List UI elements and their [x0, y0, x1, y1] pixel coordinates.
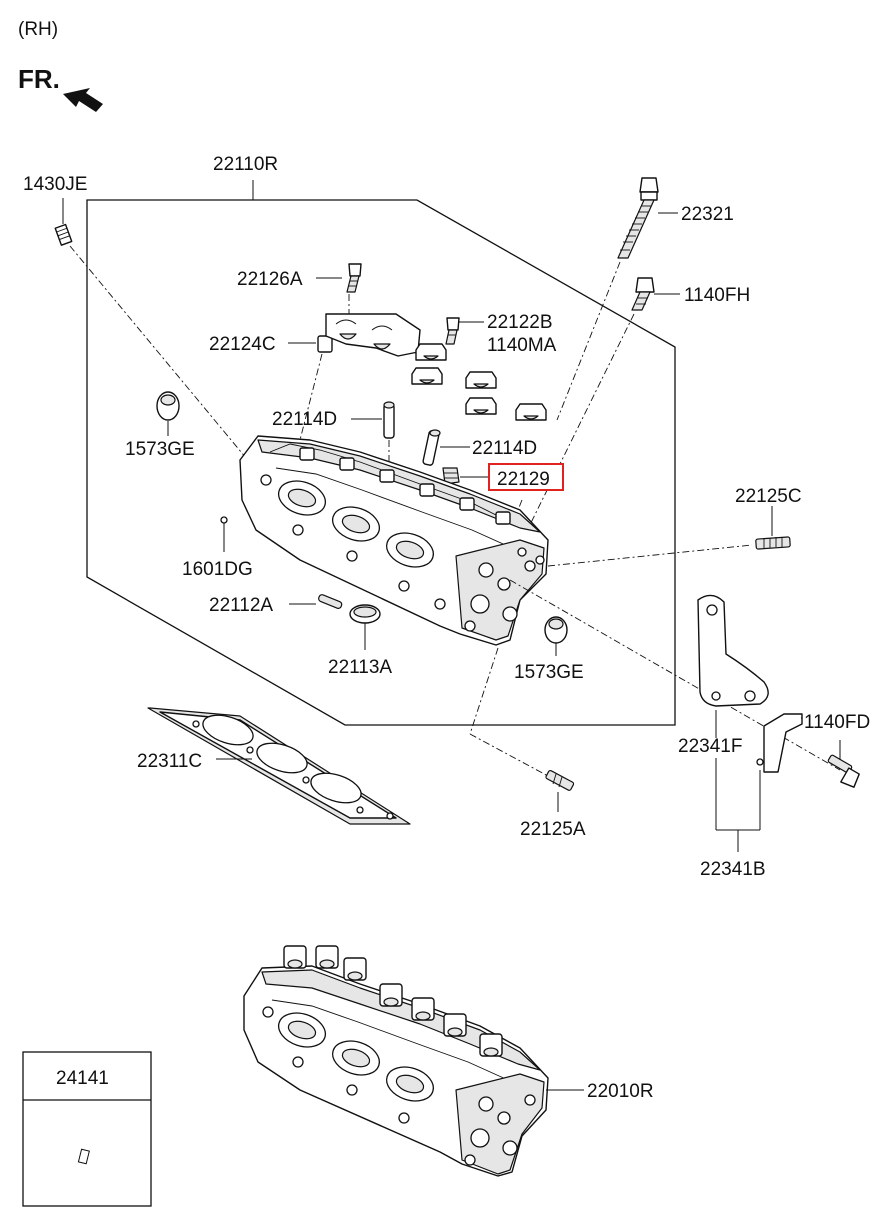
cylinder-head-22110r[interactable]	[239, 435, 549, 646]
label-1430JE[interactable]: 1430JE	[23, 174, 87, 195]
cylinder-head-assembly-22010r[interactable]	[243, 945, 549, 1177]
front-direction-arrow-icon	[63, 88, 103, 112]
legend-box-24141[interactable]: 24141	[22, 1051, 152, 1207]
front-label: FR.	[18, 64, 60, 94]
label-1573GE-left[interactable]: 1573GE	[125, 439, 195, 460]
label-22114D-left[interactable]: 22114D	[272, 409, 337, 430]
label-22124C[interactable]: 22124C	[209, 334, 276, 355]
pin-1601dg[interactable]	[220, 516, 228, 524]
valve-guide-22114d-right[interactable]	[422, 429, 441, 466]
label-22110R[interactable]: 22110R	[213, 154, 278, 175]
label-1140FD[interactable]: 1140FD	[804, 712, 870, 733]
label-1573GE-right[interactable]: 1573GE	[514, 662, 584, 683]
label-22113A[interactable]: 22113A	[328, 657, 392, 678]
label-22341F[interactable]: 22341F	[678, 736, 742, 757]
label-22114D-right[interactable]: 22114D	[472, 438, 537, 459]
pin-22112a[interactable]	[318, 594, 343, 609]
camshaft-cap-block[interactable]	[325, 313, 421, 357]
valve-guide-22114d-left[interactable]	[383, 401, 395, 439]
bolt-22122b[interactable]	[445, 317, 460, 345]
plug-1573ge-right[interactable]	[544, 616, 568, 644]
seal-22113a[interactable]	[349, 604, 381, 624]
label-22112A[interactable]: 22112A	[209, 595, 273, 616]
label-22311C[interactable]: 22311C	[137, 751, 202, 772]
head-assembly-frame	[86, 199, 676, 726]
label-22122B[interactable]: 22122B	[487, 312, 553, 333]
label-22341B[interactable]: 22341B	[700, 859, 766, 880]
label-1601DG[interactable]: 1601DG	[182, 559, 253, 580]
bolt-1430je[interactable]	[54, 223, 73, 246]
stud-22125a[interactable]	[545, 770, 575, 791]
label-22126A[interactable]: 22126A	[237, 269, 303, 290]
label-22010R[interactable]: 22010R	[587, 1081, 654, 1102]
bolt-1140fd[interactable]	[827, 754, 861, 789]
cylinder-head-bolt-22321[interactable]	[617, 177, 659, 259]
bracket-small[interactable]	[756, 713, 803, 773]
label-22129[interactable]: 22129	[497, 469, 550, 490]
label-22125C[interactable]: 22125C	[735, 486, 802, 507]
gasket-22311c[interactable]	[147, 707, 411, 825]
bolt-22126a[interactable]	[346, 263, 362, 293]
camshaft-caps[interactable]	[411, 343, 547, 421]
legend-part-icon	[77, 1148, 90, 1165]
side-indicator: (RH)	[18, 19, 58, 40]
label-22321[interactable]: 22321	[681, 204, 734, 225]
cap-22124c[interactable]	[317, 335, 333, 353]
highlight-box	[488, 463, 564, 491]
bracket-22341f[interactable]	[697, 594, 769, 707]
legend-part-number: 24141	[56, 1068, 109, 1089]
plug-1573ge-left[interactable]	[156, 391, 180, 421]
label-22125A[interactable]: 22125A	[520, 819, 586, 840]
bolt-1140fh[interactable]	[631, 277, 655, 311]
part-22129[interactable]	[442, 467, 460, 485]
stud-22125c[interactable]	[755, 536, 791, 550]
label-1140MA[interactable]: 1140MA	[487, 335, 557, 356]
label-1140FH[interactable]: 1140FH	[684, 285, 750, 306]
